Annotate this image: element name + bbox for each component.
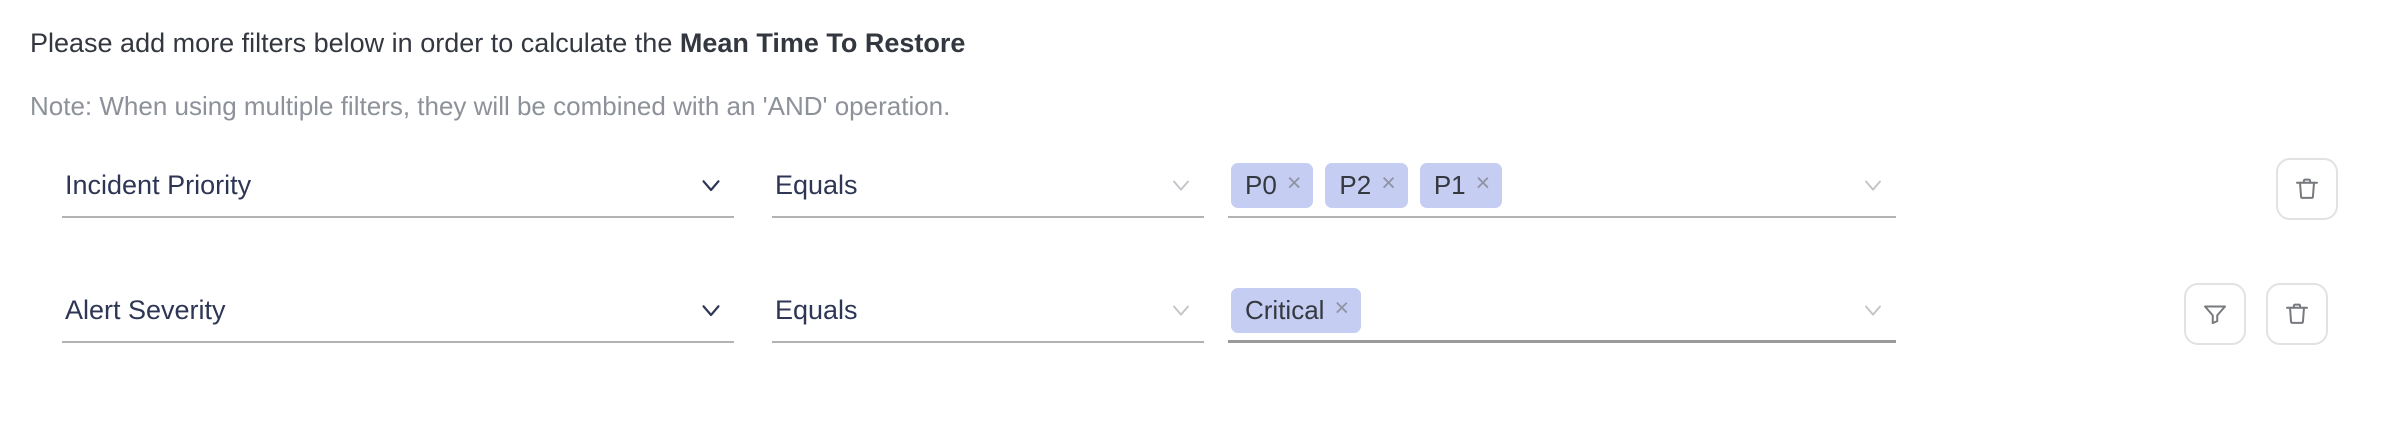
field-underline — [1228, 340, 1896, 343]
trash-icon — [2292, 174, 2322, 204]
funnel-icon — [2200, 299, 2230, 329]
chip-label: Critical — [1245, 294, 1325, 325]
chevron-down-icon — [696, 170, 726, 200]
filter-note: Note: When using multiple filters, they … — [30, 91, 951, 121]
filter-row-actions — [2276, 158, 2338, 220]
filter-operator-select[interactable]: Equals — [772, 277, 1204, 343]
chevron-down-icon — [1166, 170, 1196, 200]
filter-operator-value: Equals — [775, 169, 858, 200]
filter-field-select[interactable]: Alert Severity — [62, 277, 734, 343]
chevron-down-icon — [696, 295, 726, 325]
filter-row-list: Incident Priority Equals — [0, 152, 2408, 402]
filter-field-select[interactable]: Incident Priority — [62, 152, 734, 218]
filter-value-chip[interactable]: P1 × — [1419, 162, 1503, 208]
filter-value-chip[interactable]: P2 × — [1325, 162, 1408, 208]
filter-field-value: Alert Severity — [65, 294, 226, 325]
filter-value-select[interactable]: Critical × — [1228, 277, 1896, 343]
filter-field-value: Incident Priority — [65, 169, 252, 200]
chevron-down-icon — [1858, 295, 1888, 325]
close-icon[interactable]: × — [1334, 294, 1350, 322]
chevron-down-icon — [1166, 295, 1196, 325]
trash-icon — [2282, 299, 2312, 329]
field-underline — [772, 341, 1204, 343]
filter-row-actions — [2184, 283, 2328, 345]
chip-label: P2 — [1339, 169, 1372, 200]
chip-label: P1 — [1433, 169, 1466, 200]
close-icon[interactable]: × — [1475, 169, 1491, 197]
delete-filter-button[interactable] — [2266, 283, 2328, 345]
delete-filter-button[interactable] — [2276, 158, 2338, 220]
filter-value-select[interactable]: P0 × P2 × P1 × — [1228, 152, 1896, 218]
field-underline — [1228, 216, 1896, 218]
page-title: Please add more filters below in order t… — [30, 26, 965, 60]
chip-label: P0 — [1245, 169, 1277, 200]
filter-value-chip[interactable]: Critical × — [1231, 287, 1362, 333]
field-underline — [62, 216, 734, 218]
filter-operator-select[interactable]: Equals — [772, 152, 1204, 218]
field-underline — [62, 341, 734, 343]
close-icon[interactable]: × — [1286, 169, 1302, 197]
page-title-metric: Mean Time To Restore — [679, 28, 966, 58]
filter-value-chip[interactable]: P0 × — [1231, 162, 1314, 208]
field-underline — [772, 216, 1204, 218]
filter-value-chips: P0 × P2 × P1 × — [1228, 162, 1503, 208]
page-title-prefix: Please add more filters below in order t… — [30, 28, 680, 58]
filter-row: Alert Severity Equals — [0, 277, 2408, 402]
chevron-down-icon — [1858, 170, 1888, 200]
filter-value-chips: Critical × — [1228, 287, 1362, 333]
add-filter-button[interactable] — [2184, 283, 2246, 345]
close-icon[interactable]: × — [1381, 169, 1396, 197]
filter-row: Incident Priority Equals — [0, 152, 2408, 277]
filter-operator-value: Equals — [775, 294, 858, 325]
